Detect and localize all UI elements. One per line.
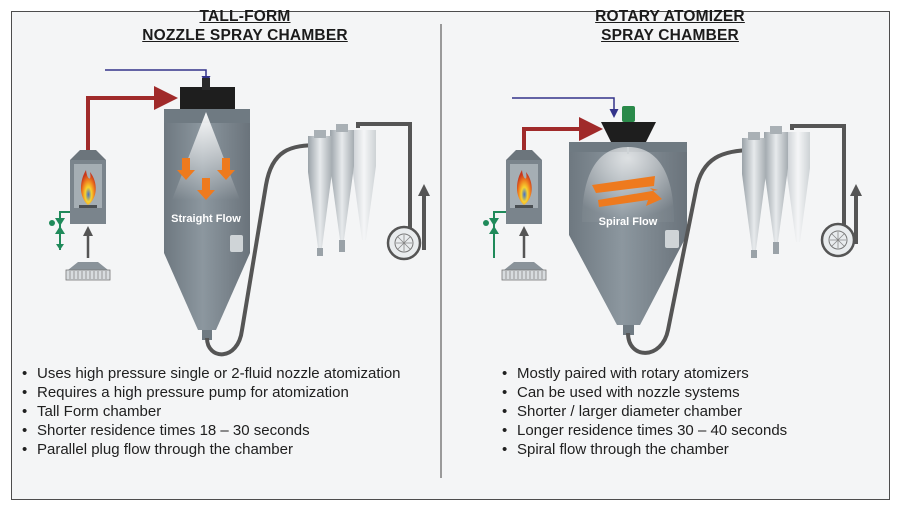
heater-flame-icon <box>506 150 542 224</box>
right-panel-title: ROTARY ATOMIZER SPRAY CHAMBER <box>545 7 795 45</box>
fan-blower-icon <box>386 225 422 261</box>
inspection-port <box>665 230 679 248</box>
tall-form-chamber: Straight Flow <box>164 78 250 340</box>
left-diagram: Straight Flow <box>49 69 430 357</box>
duct-left <box>205 143 321 357</box>
right-bullet-item: Can be used with nozzle systems <box>500 383 787 402</box>
hot-air-line-left <box>86 86 178 155</box>
feed-line-right <box>512 97 619 118</box>
fan-blower-icon <box>820 222 856 258</box>
exhaust-duct-left <box>356 122 412 240</box>
duct-right <box>626 148 755 355</box>
right-bullet-list: Mostly paired with rotary atomizers Can … <box>500 364 787 459</box>
left-title-line1: TALL-FORM <box>199 8 291 25</box>
straight-flow-label: Straight Flow <box>171 213 241 225</box>
rotary-atomizer-motor <box>622 106 635 122</box>
left-bullet-item: Parallel plug flow through the chamber <box>20 440 401 459</box>
right-bullet-item: Spiral flow through the chamber <box>500 440 787 459</box>
left-bullet-item: Requires a high pressure pump for atomiz… <box>20 383 401 402</box>
nozzle-head <box>180 87 235 109</box>
right-bullet-item: Longer residence times 30 – 40 seconds <box>500 421 787 440</box>
right-diagram: Spiral Flow <box>483 97 862 355</box>
air-filter-icon <box>501 262 547 281</box>
straight-flow-arrows <box>177 158 235 200</box>
air-filter-icon <box>65 262 111 281</box>
hot-air-line-right <box>522 117 603 150</box>
panel-divider <box>440 24 442 478</box>
left-title-line2: NOZZLE SPRAY CHAMBER <box>142 27 348 44</box>
valve-icon <box>49 211 70 250</box>
heater-flame-icon <box>70 150 106 224</box>
spiral-flow-label: Spiral Flow <box>599 216 658 228</box>
valve-icon <box>483 211 506 258</box>
left-panel-title: TALL-FORM NOZZLE SPRAY CHAMBER <box>120 7 370 45</box>
right-bullet-item: Shorter / larger diameter chamber <box>500 402 787 421</box>
cyclone-icon <box>308 124 376 256</box>
cyclone-icon <box>742 126 810 258</box>
left-bullet-item: Shorter residence times 18 – 30 seconds <box>20 421 401 440</box>
left-bullet-item: Tall Form chamber <box>20 402 401 421</box>
right-title-line2: SPRAY CHAMBER <box>601 27 739 44</box>
spiral-flow-arrows <box>592 176 662 207</box>
right-title-line1: ROTARY ATOMIZER <box>595 8 745 25</box>
exhaust-duct-right <box>790 124 846 232</box>
rotary-atomizer-chamber: Spiral Flow <box>569 106 687 335</box>
right-bullet-item: Mostly paired with rotary atomizers <box>500 364 787 383</box>
left-bullet-item: Uses high pressure single or 2-fluid noz… <box>20 364 401 383</box>
feed-line-left <box>105 69 211 85</box>
left-bullet-list: Uses high pressure single or 2-fluid noz… <box>20 364 401 459</box>
inspection-port <box>230 235 243 252</box>
